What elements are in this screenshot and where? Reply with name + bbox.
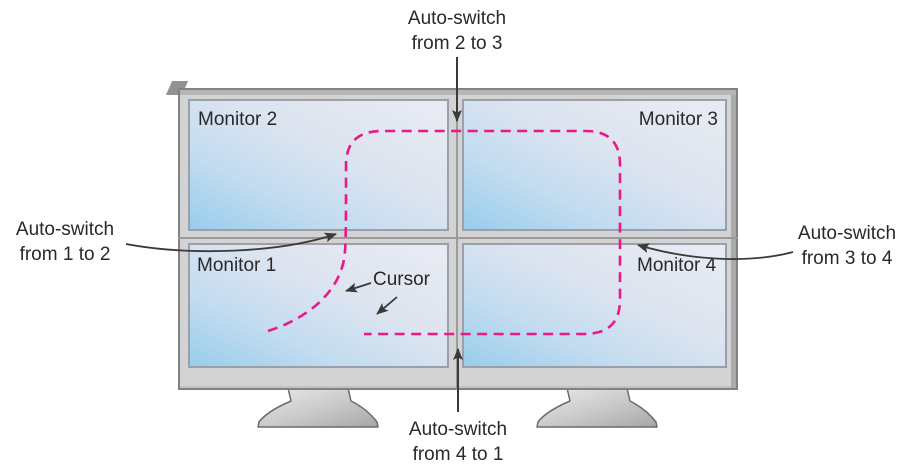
monitor-4-label: Monitor 4	[637, 255, 717, 276]
autoswitch-2-3-label: Auto-switch from 2 to 3	[377, 6, 537, 56]
monitor-stand-left	[257, 387, 379, 428]
monitor-3-label: Monitor 3	[638, 109, 718, 130]
monitor-1-label: Monitor 1	[197, 255, 277, 276]
arrow-cursor-lower	[376, 296, 398, 315]
arrow-switch-3-to-4	[637, 243, 794, 260]
monitor-3-screen	[462, 99, 727, 231]
monitor-2-label: Monitor 2	[198, 109, 278, 130]
autoswitch-3-4-label: Auto-switch from 3 to 4	[784, 221, 910, 271]
arrow-switch-1-to-2	[125, 232, 337, 253]
autoswitch-2-3-line2: from 2 to 3	[411, 33, 503, 54]
frame-seam-horizontal	[178, 237, 738, 239]
monitor-1-screen	[188, 243, 449, 368]
autoswitch-3-4-line1: Auto-switch	[797, 223, 897, 244]
arrow-cursor-upper	[345, 282, 372, 293]
frame-seam-vertical	[456, 88, 458, 390]
autoswitch-1-2-line2: from 1 to 2	[19, 244, 111, 265]
autoswitch-4-1-line1: Auto-switch	[408, 419, 508, 440]
autoswitch-1-2-line1: Auto-switch	[15, 219, 115, 240]
cursor-path	[267, 129, 622, 336]
autoswitch-3-4-line2: from 3 to 4	[801, 248, 893, 269]
autoswitch-1-2-label: Auto-switch from 1 to 2	[0, 217, 130, 267]
monitor-2-screen	[188, 99, 449, 231]
monitor-4-screen	[462, 243, 727, 368]
autoswitch-4-1-label: Auto-switch from 4 to 1	[378, 417, 538, 467]
autoswitch-2-3-line1: Auto-switch	[407, 8, 507, 29]
cursor-label: Cursor	[373, 269, 431, 290]
autoswitch-4-1-line2: from 4 to 1	[412, 444, 504, 465]
monitor-stand-right	[536, 387, 658, 428]
